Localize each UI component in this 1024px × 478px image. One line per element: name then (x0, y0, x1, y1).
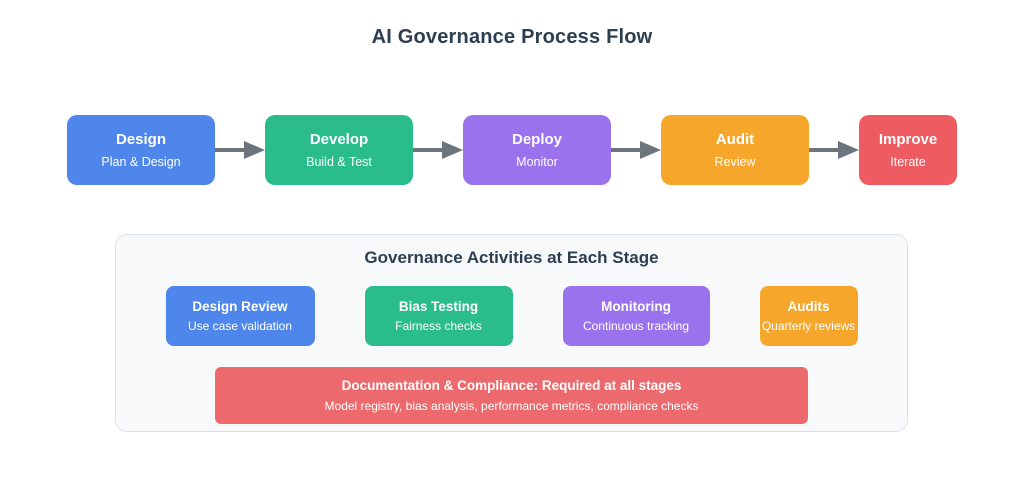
arrow-shaft (611, 148, 640, 152)
arrow-shaft (215, 148, 244, 152)
process-flow-row: Design Plan & Design Develop Build & Tes… (0, 115, 1024, 185)
flow-arrow-icon (413, 115, 463, 185)
flow-arrow-icon (215, 115, 265, 185)
page-title: AI Governance Process Flow (371, 26, 653, 48)
activity-monitoring: Monitoring Continuous tracking (562, 286, 710, 346)
stage-title: Develop (309, 130, 369, 148)
activity-subtitle: Quarterly reviews (761, 319, 856, 334)
arrow-head (244, 141, 265, 159)
stage-title: Deploy (511, 130, 562, 148)
banner-title: Documentation & Compliance: Required at … (341, 378, 682, 394)
activity-title: Monitoring (601, 298, 671, 314)
arrow-shaft (413, 148, 442, 152)
stage-subtitle: Review (714, 154, 756, 169)
stage-subtitle: Monitor (516, 154, 558, 169)
flow-arrow-icon (611, 115, 661, 185)
flow-stage-deploy: Deploy Monitor (463, 115, 611, 185)
panel-heading: Governance Activities at Each Stage (364, 248, 659, 267)
stage-subtitle: Plan & Design (101, 154, 181, 169)
activity-subtitle: Use case validation (187, 319, 293, 334)
activity-bias-testing: Bias Testing Fairness checks (364, 286, 513, 346)
banner-subtitle: Model registry, bias analysis, performan… (324, 398, 699, 413)
stage-subtitle: Build & Test (306, 154, 372, 169)
activity-subtitle: Continuous tracking (582, 319, 690, 334)
stage-title: Design (115, 130, 166, 148)
arrow-head (838, 141, 859, 159)
arrow-shaft (809, 148, 838, 152)
activity-subtitle: Fairness checks (395, 319, 482, 334)
flow-arrow-icon (809, 115, 859, 185)
stage-subtitle: Iterate (890, 154, 926, 169)
stage-title: Audit (715, 130, 755, 148)
flow-stage-audit: Audit Review (661, 115, 809, 185)
activity-audits: Audits Quarterly reviews (759, 286, 858, 346)
activity-design-review: Design Review Use case validation (165, 286, 315, 346)
flow-stage-design: Design Plan & Design (67, 115, 215, 185)
activity-title: Audits (787, 298, 830, 314)
stage-title: Improve (878, 130, 938, 148)
arrow-head (640, 141, 661, 159)
flow-stage-develop: Develop Build & Test (265, 115, 413, 185)
governance-activities-panel: Governance Activities at Each Stage Desi… (115, 234, 908, 432)
activity-title: Bias Testing (398, 298, 479, 314)
flow-stage-improve: Improve Iterate (859, 115, 957, 185)
documentation-compliance-banner: Documentation & Compliance: Required at … (215, 367, 808, 424)
activities-row: Design Review Use case validation Bias T… (116, 286, 907, 346)
arrow-head (442, 141, 463, 159)
activity-title: Design Review (192, 298, 288, 314)
